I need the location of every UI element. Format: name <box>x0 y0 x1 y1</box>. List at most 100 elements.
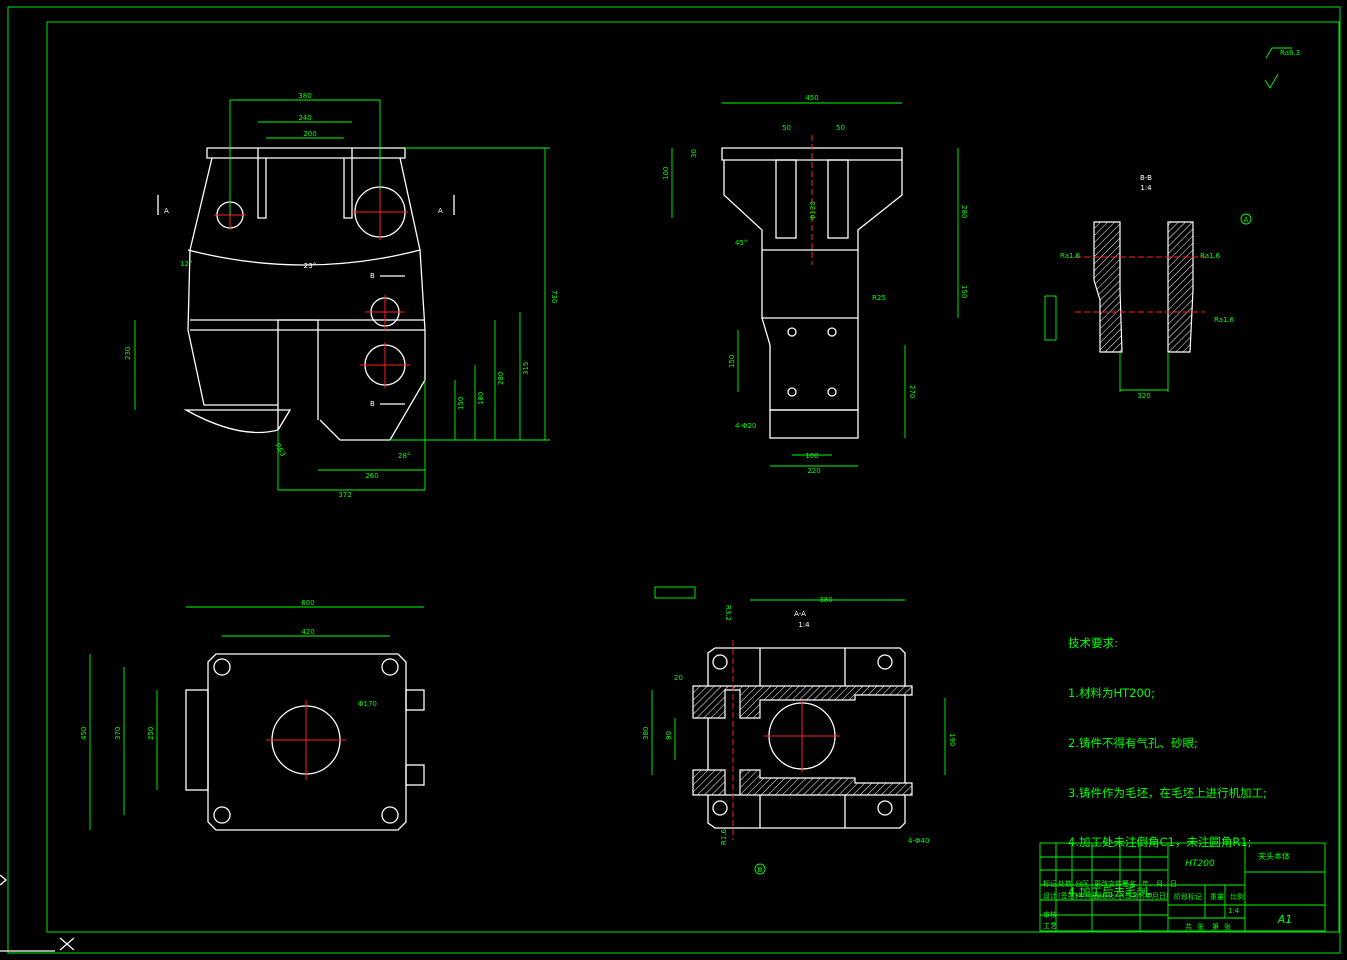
tb-cell: (签名) <box>1058 891 1078 900</box>
bb-dim-text: Ra1.6 <box>1060 252 1081 260</box>
tb-cell: 标准化 <box>1094 891 1115 900</box>
aa-section-scale: 1:4 <box>798 621 810 629</box>
tb-cell: (年月日) <box>1142 891 1169 900</box>
tb-sheet-size: A1 <box>1277 913 1293 926</box>
front-dim-text: 730 <box>550 290 558 303</box>
view-marker-a-left: A <box>164 207 169 215</box>
top-dim-text: 450 <box>80 727 88 740</box>
top-dim-text: 420 <box>301 628 314 636</box>
view-marker-a-right: A <box>438 207 443 215</box>
front-dim-text: 28° <box>398 452 410 460</box>
tech-item: 1.材料为HT200; <box>1068 685 1155 700</box>
tb-part-name: 夹头本体 <box>1258 851 1290 861</box>
top-view: 600 420 450 370 250 Φ170 <box>80 599 425 831</box>
front-dim-text: 372 <box>338 491 351 499</box>
tb-material: HT200 <box>1185 859 1215 869</box>
side-dim-text: 150 <box>960 285 968 298</box>
bb-dim-text: Ra1.6 <box>1214 316 1235 324</box>
aa-dim-text: R3.2 <box>724 605 732 621</box>
bb-section-label: B-B <box>1140 174 1152 182</box>
aa-dim-text: 380 <box>642 727 650 740</box>
datum-b-marker: B <box>758 866 763 874</box>
front-dim-text: 280 <box>497 372 505 385</box>
tb-cell: 重量 <box>1210 893 1224 901</box>
side-dim-text: 100 <box>662 167 670 180</box>
tb-cell: 审核 <box>1043 910 1057 919</box>
side-dim-text: 50 <box>782 124 791 132</box>
side-dim-text: 280 <box>960 205 968 218</box>
front-dim-text: 150 <box>457 397 465 410</box>
front-dim-text: 12° <box>180 260 192 268</box>
front-view: 380 240 200 23° 12° 730 230 315 280 180 … <box>124 92 558 499</box>
bb-dim-text: 320 <box>1137 392 1150 400</box>
side-dim-text: 100 <box>805 452 818 460</box>
side-view: 450 50 50 30 100 280 150 4-Φ20 150 270 1… <box>662 94 968 475</box>
inner-border <box>46 21 1340 933</box>
side-dim-text: 4-Φ20 <box>735 422 756 430</box>
front-dim-text: 23° <box>304 262 316 270</box>
outer-border <box>7 6 1341 954</box>
side-dim-text: 150 <box>728 355 736 368</box>
tb-cell: 设计 <box>1043 891 1057 900</box>
front-dim-text: 240 <box>298 114 311 122</box>
bb-dim-text: Ra1.6 <box>1200 252 1221 260</box>
tb-cell: 分区 <box>1075 879 1089 888</box>
tb-scale: 1:4 <box>1228 907 1240 915</box>
technical-requirements: 技术要求: 1.材料为HT200; 2.铸件不得有气孔、砂眼; 3.铸件作为毛坯… <box>1068 602 1267 917</box>
view-marker-b-top: B <box>370 272 375 280</box>
tb-cell: 张 <box>1197 922 1204 931</box>
top-dim-text: 600 <box>301 599 314 607</box>
bb-section-scale: 1:4 <box>1140 184 1152 192</box>
tech-title: 技术要求: <box>1068 636 1118 651</box>
tb-cell: 标记 <box>1043 879 1057 888</box>
aa-section-label: A-A <box>794 610 806 618</box>
tb-cell: 张 <box>1224 922 1231 931</box>
tb-cell: 处数 <box>1058 879 1072 888</box>
view-marker-b-bottom: B <box>370 400 375 408</box>
side-dim-text: 270 <box>908 385 916 398</box>
front-dim-text: 200 <box>303 130 316 138</box>
ucs-icon <box>0 874 75 952</box>
tb-cell: 比例 <box>1230 892 1244 901</box>
roughness-note-text: Ra6.3 <box>1280 49 1300 57</box>
front-dim-text: 260 <box>365 472 378 480</box>
side-dim-text: Φ120 <box>809 201 817 220</box>
side-dim-text: R25 <box>872 294 886 302</box>
tb-cell: 共 <box>1185 922 1192 931</box>
tech-item: 4.加工处未注倒角C1，未注圆角R1; <box>1068 835 1252 850</box>
tech-item: 4.加工后去毛刺。 <box>1068 885 1160 900</box>
front-dim-text: 230 <box>124 347 132 360</box>
side-dim-text: 45° <box>735 239 747 247</box>
tb-cell: (年月日) <box>1075 891 1102 900</box>
aa-dim-text: 380 <box>819 596 832 604</box>
tech-item: 3.铸件作为毛坯，在毛坯上进行机加工; <box>1068 785 1267 800</box>
top-dim-text: 370 <box>114 727 122 740</box>
aa-dim-text: 20 <box>674 674 683 682</box>
tb-cell: 更改文件号 <box>1094 879 1129 888</box>
tb-cell: 第 <box>1212 922 1219 931</box>
tech-item: 2.铸件不得有气孔、砂眼; <box>1068 735 1198 750</box>
front-dim-text: 180 <box>477 392 485 405</box>
tb-cell: 年、月、日 <box>1142 879 1177 888</box>
side-dim-text: 50 <box>836 124 845 132</box>
aa-dim-text: 90 <box>665 731 673 740</box>
top-dim-text: 250 <box>147 727 155 740</box>
tb-cell: 工艺 <box>1043 922 1057 930</box>
title-block: 标记 处数 分区 更改文件号 签名 年、月、日 设计 (签名) (年月日) 标准… <box>1039 842 1326 932</box>
roughness-note: Ra6.3 <box>1264 47 1300 89</box>
bb-section-view: B-B 1:4 320 Ra1.6 Ra1.6 Ra1.6 A <box>1044 174 1252 400</box>
tb-cell: 阶段标记 <box>1174 892 1202 901</box>
front-dim-text: R63 <box>273 442 287 458</box>
top-dim-text: Φ170 <box>358 700 377 708</box>
aa-dim-text: 190 <box>948 733 956 746</box>
side-dim-text: 220 <box>807 467 820 475</box>
aa-section-view: A-A 1:4 380 20 380 90 190 4-Φ40 R3.2 R1.… <box>642 586 956 875</box>
front-dim-text: 315 <box>522 362 530 375</box>
side-dim-text: 30 <box>690 149 698 158</box>
side-dim-text: 450 <box>805 94 818 102</box>
aa-dim-text: R1.6 <box>720 828 728 845</box>
aa-dim-text: 4-Φ40 <box>908 837 929 845</box>
datum-a-marker: A <box>1244 216 1249 224</box>
tb-cell: 签名 <box>1122 879 1136 888</box>
